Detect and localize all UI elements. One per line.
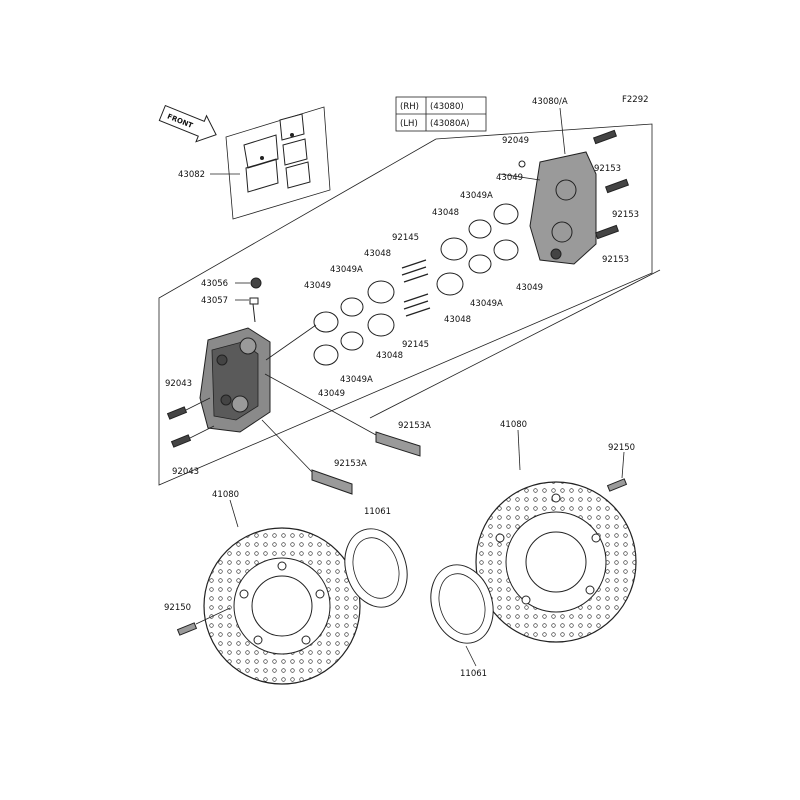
- label-spring-b: 92145: [402, 340, 429, 350]
- label-disc-right: 41080: [500, 420, 527, 430]
- label-bleeder-valve: 43057: [201, 296, 228, 306]
- label-piston-d: 43048: [376, 351, 403, 361]
- pistons-left: [367, 280, 395, 337]
- shim-left: [344, 528, 408, 608]
- label-bolt-b: 92153: [612, 210, 639, 220]
- label-seal-c: 43049: [516, 283, 543, 293]
- label-pad-pin-b: 92043: [172, 467, 199, 477]
- label-bolt-c: 92153: [602, 255, 629, 265]
- shim-right: [430, 564, 494, 644]
- brake-pads: [225, 106, 331, 220]
- label-dust-seal-d: 43049A: [340, 375, 373, 385]
- pistons-right: [436, 237, 468, 296]
- washer-part: [518, 160, 526, 168]
- label-disc-bolt-left: 92150: [164, 603, 191, 613]
- label-mount-bolt-b: 92153A: [334, 459, 367, 469]
- front-arrow: FRONT: [158, 104, 217, 143]
- figure-code: F2292: [622, 95, 649, 105]
- mount-bolts: [311, 431, 421, 495]
- disc-bolt-left-part: [176, 622, 198, 636]
- label-dust-seal-b: 43049A: [330, 265, 363, 275]
- label-shim-right: 11061: [460, 669, 487, 679]
- label-spring-a: 92145: [392, 233, 419, 243]
- caliper-bolts: [592, 129, 630, 240]
- seals-left: [313, 297, 364, 366]
- label-seal-a: 43049: [496, 173, 523, 183]
- label-disc-bolt-right: 92150: [608, 443, 635, 453]
- label-bleeder-cap: 43056: [201, 279, 228, 289]
- part-rh: (43080): [430, 102, 464, 112]
- bleeder-cap-part: [250, 277, 262, 289]
- label-washer: 92049: [502, 136, 529, 146]
- bleeder-valve-part: [249, 297, 259, 323]
- label-pad-pin-a: 92043: [165, 379, 192, 389]
- caliper-right: [529, 151, 597, 265]
- label-seal-d: 43049: [318, 389, 345, 399]
- label-seal-b: 43049: [304, 281, 331, 291]
- label-piston-b: 43048: [364, 249, 391, 259]
- disc-bolt-right-part: [606, 478, 628, 492]
- disc-right: [475, 481, 637, 643]
- label-shim-left: 11061: [364, 507, 391, 517]
- side-lh: (LH): [400, 119, 418, 129]
- label-mount-bolt-a: 92153A: [398, 421, 431, 431]
- side-rh: (RH): [400, 102, 419, 112]
- pad-pin-b-part: [170, 434, 192, 448]
- seals-right: [468, 203, 519, 274]
- side-table: (RH) (43080) (LH) (43080A): [395, 96, 487, 132]
- assembly-outline: [158, 123, 653, 486]
- label-piston-c: 43048: [444, 315, 471, 325]
- label-pad-set: 43082: [178, 170, 205, 180]
- caliper-left: [199, 327, 271, 433]
- label-piston-a: 43048: [432, 208, 459, 218]
- label-caliper-assy: 43080/A: [532, 97, 568, 107]
- springs: [401, 259, 431, 317]
- label-bolt-a: 92153: [594, 164, 621, 174]
- part-lh: (43080A): [430, 119, 470, 129]
- disc-left: [203, 527, 361, 685]
- label-dust-seal-c: 43049A: [470, 299, 503, 309]
- label-disc-left: 41080: [212, 490, 239, 500]
- pad-pin-a-part: [166, 406, 188, 420]
- label-dust-seal-a: 43049A: [460, 191, 493, 201]
